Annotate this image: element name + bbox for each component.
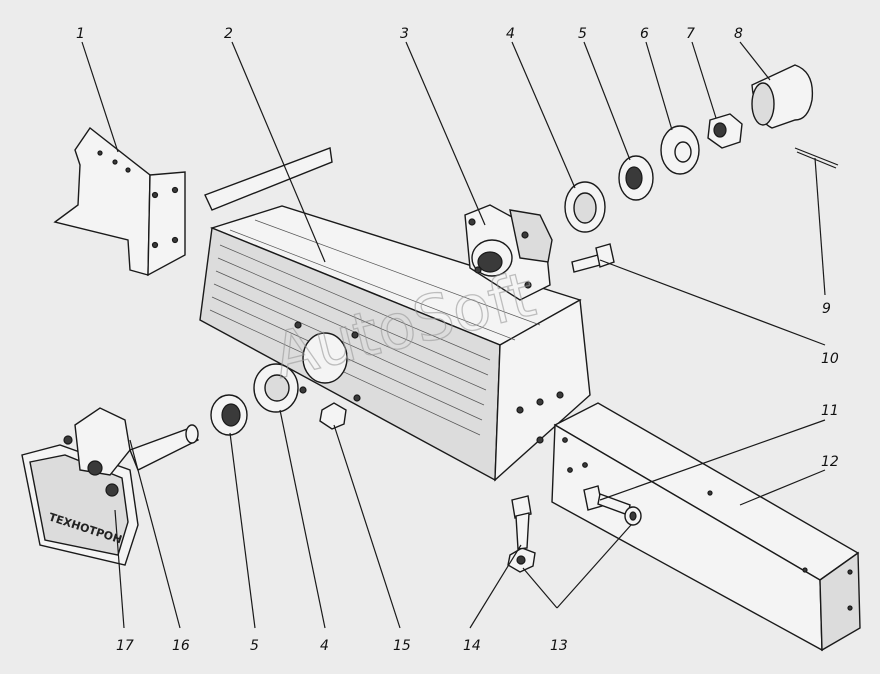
part-4-washer-lower — [253, 363, 299, 413]
callout-11: 11 — [821, 403, 839, 419]
callout-2: 2 — [224, 26, 233, 42]
callout-5: 5 — [578, 26, 587, 42]
part-8-cap — [751, 64, 814, 129]
part-15-nut — [319, 402, 347, 430]
callout-labels: 1 2 3 4 5 6 7 8 9 10 11 12 13 14 15 16 1… — [76, 26, 839, 654]
callout-4: 4 — [506, 26, 515, 42]
callout-14: 14 — [463, 638, 481, 654]
part-9-cotter-pin — [794, 147, 839, 169]
callout-17: 17 — [116, 638, 134, 654]
callout-16: 16 — [172, 638, 190, 654]
part-10-bolt — [571, 243, 615, 273]
callout-9: 9 — [822, 301, 831, 317]
callout-7: 7 — [686, 26, 695, 42]
part-6-washer — [660, 125, 700, 175]
callout-1: 1 — [76, 26, 85, 42]
part-2-housing — [199, 147, 591, 482]
callout-8: 8 — [734, 26, 743, 42]
callout-10: 10 — [821, 351, 839, 367]
part-5-seal-lower — [210, 394, 248, 436]
part-7-nut — [707, 113, 743, 149]
part-13-washer-nut — [507, 506, 642, 573]
part-4-washer-upper — [564, 181, 606, 233]
callout-6: 6 — [640, 26, 649, 42]
part-3-flange — [464, 204, 553, 301]
callout-3: 3 — [400, 26, 409, 42]
leader-lines — [81, 41, 826, 629]
part-11-bolt — [583, 485, 631, 516]
callout-4-lower: 4 — [320, 638, 329, 654]
callout-15: 15 — [393, 638, 411, 654]
part-5-seal-upper — [618, 155, 654, 201]
callout-5-lower: 5 — [250, 638, 259, 654]
callout-12: 12 — [821, 454, 839, 470]
part-12-channel — [551, 402, 861, 652]
part-14-bolt — [511, 495, 532, 550]
callout-13: 13 — [550, 638, 568, 654]
part-1-bracket — [53, 126, 186, 277]
part-16-17-hook-coupling: ТЕХНОТРОН — [21, 407, 200, 566]
